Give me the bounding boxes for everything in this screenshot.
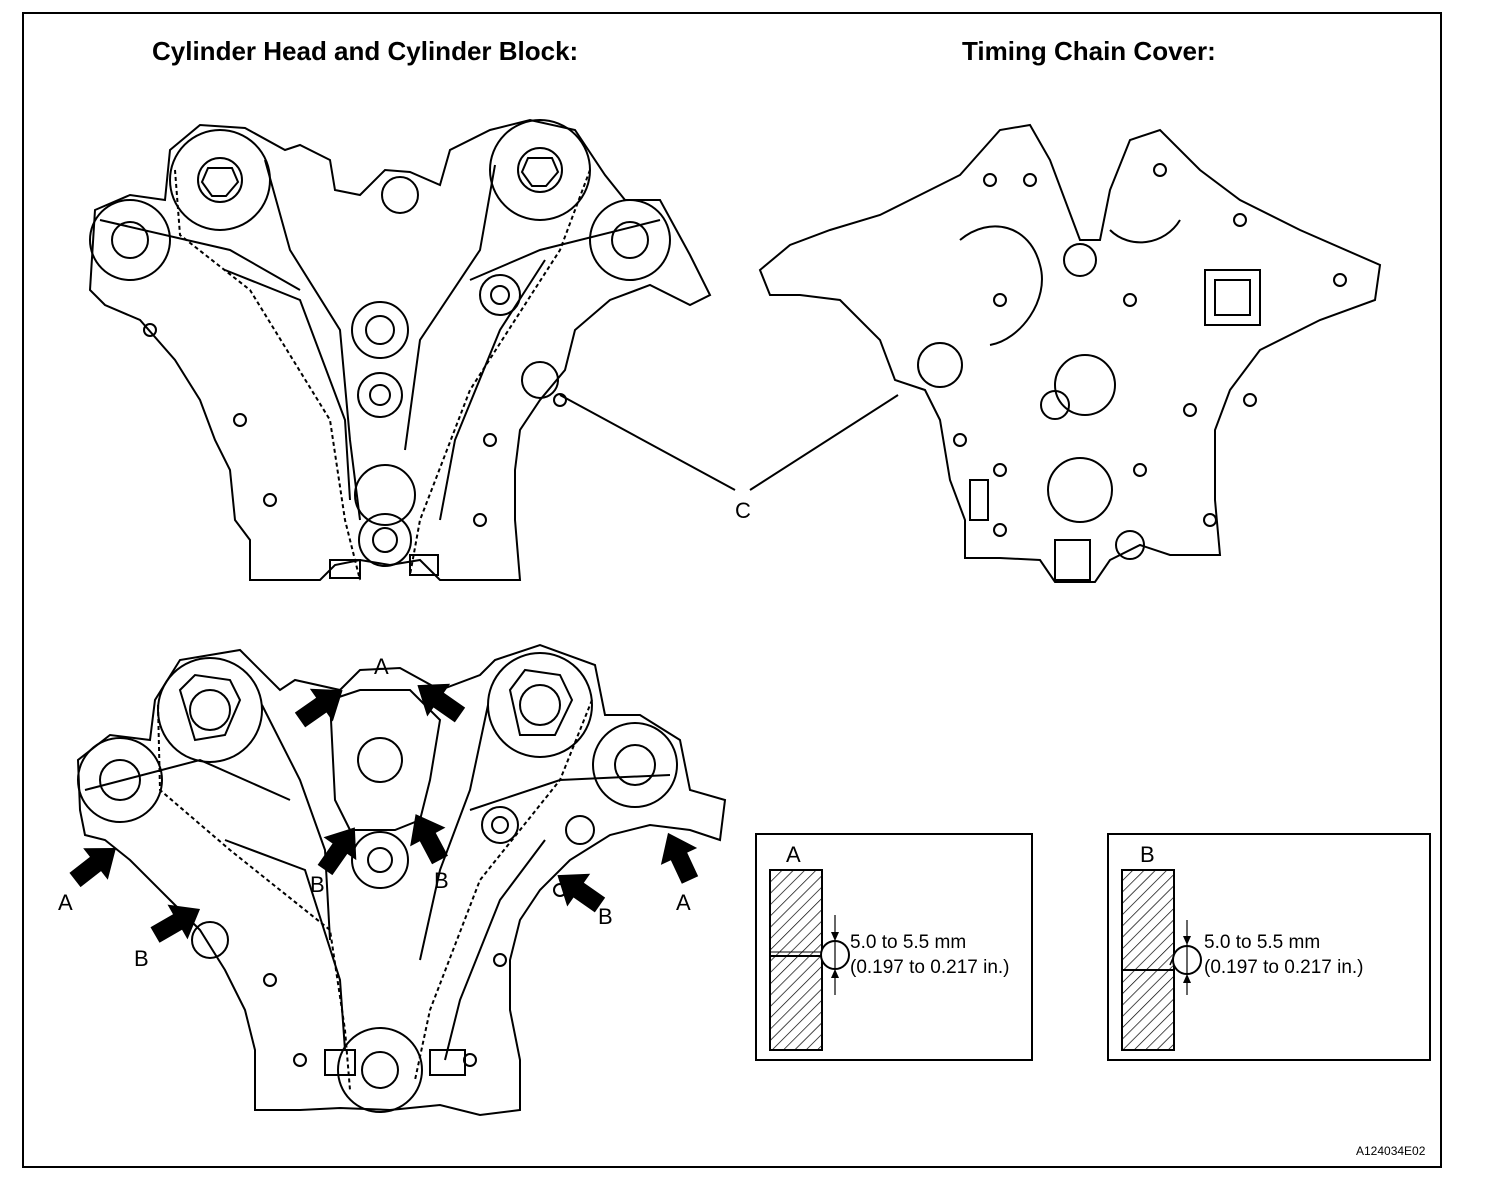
- figure-id: A124034E02: [1356, 1144, 1426, 1158]
- engine-front-bottom: [76, 643, 727, 1117]
- detail-box-b: [1107, 833, 1431, 1061]
- label-c: C: [735, 498, 751, 523]
- detail-b-spec-in: (0.197 to 0.217 in.): [1204, 957, 1364, 978]
- label-b-center-right: B: [434, 868, 449, 893]
- detail-a-spec-in: (0.197 to 0.217 in.): [850, 957, 1010, 978]
- title-timing-chain-cover: Timing Chain Cover:: [962, 36, 1216, 66]
- arrow-a-upper-left: [288, 673, 355, 737]
- detail-b-label: B: [1140, 842, 1155, 867]
- detail-a-label: A: [786, 842, 801, 867]
- label-b-right: B: [598, 904, 613, 929]
- detail-b-spec-mm: 5.0 to 5.5 mm: [1204, 932, 1321, 953]
- arrow-b-center-right: [397, 804, 458, 870]
- arrow-b-left: [145, 891, 211, 953]
- arrow-a-left: [62, 832, 129, 896]
- title-cylinder-head-block: Cylinder Head and Cylinder Block:: [152, 36, 579, 66]
- label-a-top: A: [374, 654, 389, 679]
- label-a-left: A: [58, 890, 73, 915]
- detail-box-a: [755, 833, 1033, 1061]
- label-b-left: B: [134, 946, 149, 971]
- figure-frame: [22, 12, 1442, 1168]
- label-a-right: A: [676, 890, 691, 915]
- engine-block-top: [88, 118, 712, 581]
- timing-chain-cover: [758, 123, 1382, 583]
- detail-a-spec-mm: 5.0 to 5.5 mm: [850, 932, 967, 953]
- leader-lines-c: [559, 394, 899, 491]
- label-b-center-left: B: [310, 872, 325, 897]
